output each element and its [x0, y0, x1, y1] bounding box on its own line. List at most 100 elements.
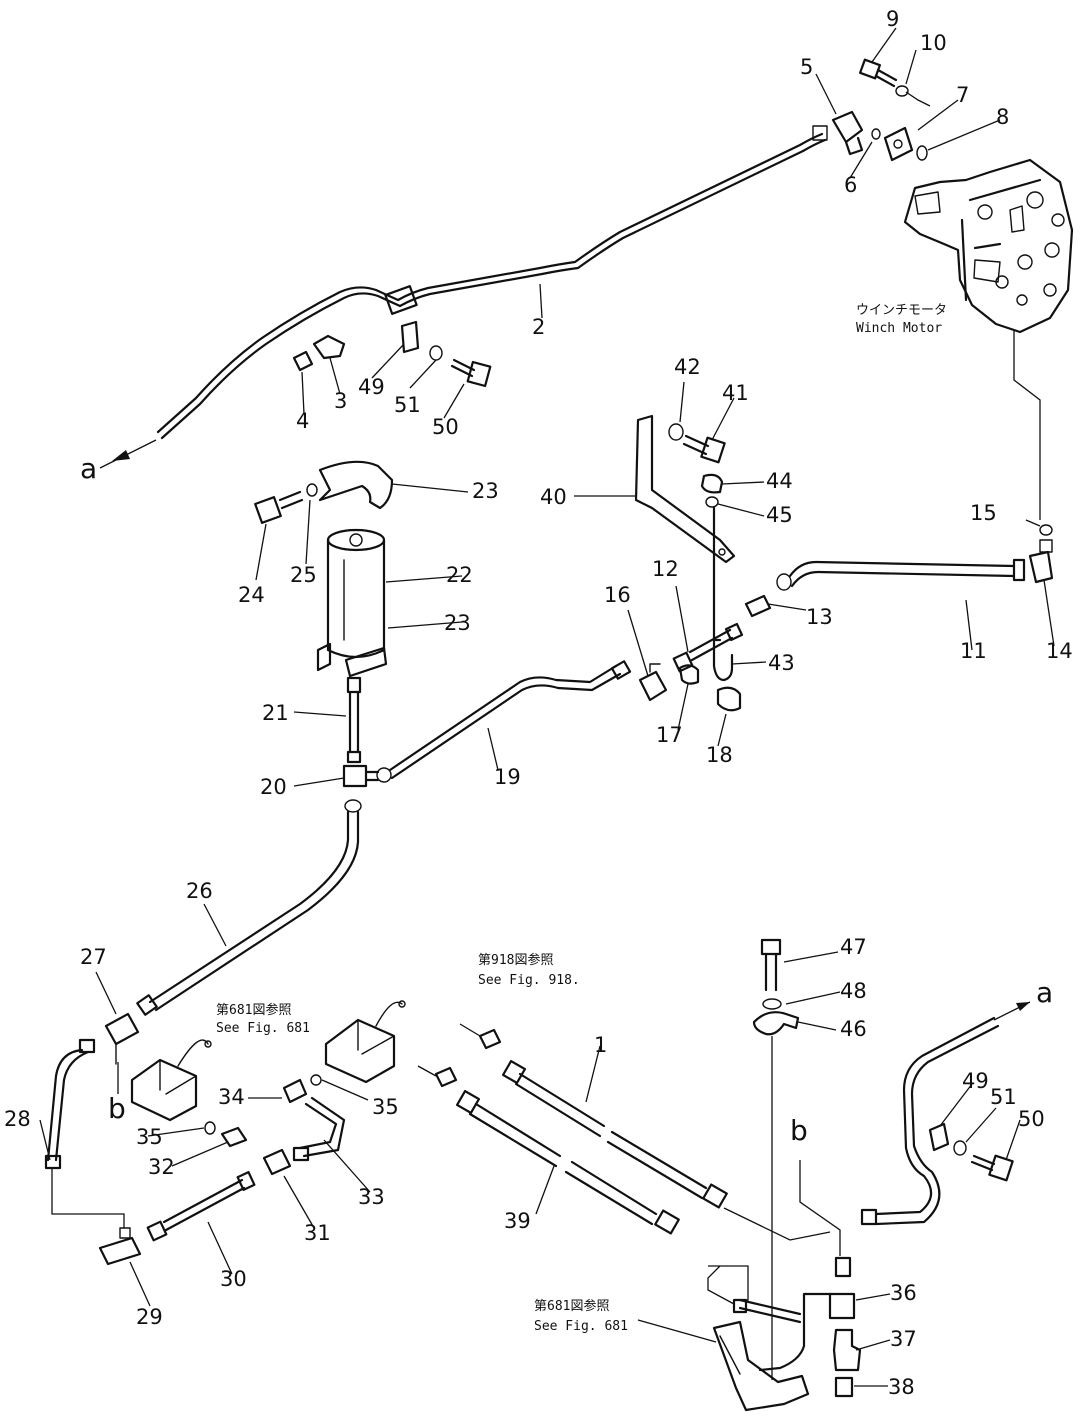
label-part-9: 9	[886, 7, 899, 31]
fitting-38	[834, 1376, 854, 1398]
svg-text:See Fig. 681: See Fig. 681	[534, 1319, 628, 1334]
svg-text:See Fig. 681: See Fig. 681	[216, 1021, 310, 1036]
clamp-49-top	[400, 320, 420, 354]
label-part-42: 42	[674, 355, 701, 379]
label-part-16: 16	[604, 583, 631, 607]
winch-motor	[903, 158, 1074, 334]
label-part-35-right: 35	[372, 1095, 399, 1119]
reference-see-fig-681-top: 第681図参照 See Fig. 681	[216, 1002, 310, 1036]
label-part-37: 37	[890, 1327, 917, 1351]
o-ring-15	[1039, 524, 1053, 536]
bracket-681	[712, 1320, 810, 1412]
label-part-6: 6	[844, 173, 857, 197]
nut-18	[716, 686, 742, 712]
tee-20	[342, 764, 380, 788]
label-part-18: 18	[706, 743, 733, 767]
label-part-38: 38	[888, 1375, 915, 1399]
label-part-36: 36	[890, 1281, 917, 1305]
label-part-49-bottom: 49	[962, 1069, 989, 1093]
label-part-22: 22	[446, 563, 473, 587]
label-part-5: 5	[800, 55, 813, 79]
svg-text:第681図参照: 第681図参照	[534, 1298, 609, 1314]
label-part-34: 34	[218, 1085, 245, 1109]
label-part-35-left: 35	[136, 1125, 163, 1149]
washer-25	[306, 483, 318, 497]
elbow-14	[1028, 539, 1054, 584]
pipe-11	[776, 558, 1026, 591]
label-part-51-top: 51	[394, 393, 421, 417]
label-part-11: 11	[960, 639, 987, 663]
label-part-20: 20	[260, 775, 287, 799]
svg-text:See Fig. 918.: See Fig. 918.	[478, 973, 580, 988]
band-23-bottom	[316, 642, 388, 678]
hose-30	[146, 1171, 256, 1242]
label-part-41: 41	[722, 381, 749, 405]
fitting-37	[832, 1328, 862, 1372]
connector-b-right-arrow	[799, 1160, 841, 1256]
washer-51-bottom	[953, 1140, 967, 1156]
label-part-31: 31	[304, 1221, 331, 1245]
connector-a-bottom-label: a	[1036, 976, 1053, 1009]
pipe-26	[136, 799, 362, 1016]
label-part-12: 12	[652, 557, 679, 581]
nut-44	[700, 473, 724, 494]
fitting-31	[262, 1148, 292, 1176]
label-part-17: 17	[656, 723, 683, 747]
label-part-50-bottom: 50	[1018, 1107, 1045, 1131]
label-part-3: 3	[334, 389, 347, 413]
bolt-24	[254, 490, 304, 524]
label-part-46: 46	[840, 1017, 867, 1041]
reference-see-fig-918: 第918図参照 See Fig. 918.	[478, 952, 580, 988]
label-part-23-bottom: 23	[444, 611, 471, 635]
connector-a-top-label: a	[80, 452, 97, 485]
pipe-19	[376, 660, 632, 783]
pipe-21	[346, 676, 362, 764]
washer-48	[762, 998, 782, 1010]
pipe-2	[156, 125, 828, 440]
svg-text:第681図参照: 第681図参照	[216, 1002, 291, 1018]
fitting-35-right-assembly	[324, 1000, 406, 1084]
label-part-4: 4	[296, 409, 309, 433]
reference-see-fig-681-bottom: 第681図参照 See Fig. 681	[534, 1298, 628, 1334]
label-part-13: 13	[806, 605, 833, 629]
svg-text:Winch Motor: Winch Motor	[856, 321, 942, 336]
label-part-48: 48	[840, 979, 867, 1003]
tee-29	[98, 1227, 142, 1266]
fitting-17	[678, 664, 700, 685]
label-part-2: 2	[532, 315, 545, 339]
label-part-8: 8	[996, 105, 1009, 129]
flange-7	[883, 126, 914, 162]
label-part-10: 10	[920, 31, 947, 55]
label-part-1: 1	[594, 1033, 607, 1057]
connector-a-bottom-arrow	[993, 1001, 1031, 1021]
label-part-26: 26	[186, 879, 213, 903]
washer-42	[668, 423, 684, 441]
part-number-labels: 9 10 5 7 8 6 2 4 3 49 51 50 42 41 40 44 …	[4, 7, 1073, 1399]
label-part-39: 39	[504, 1209, 531, 1233]
o-ring-6	[871, 128, 881, 140]
tee-16	[638, 663, 668, 702]
clamp-49-bottom	[928, 1122, 950, 1152]
label-part-51-bottom: 51	[990, 1085, 1017, 1109]
winch-motor-label: ウインチモータ Winch Motor	[856, 303, 947, 336]
pipe-33	[292, 1096, 346, 1162]
label-part-29: 29	[136, 1305, 163, 1329]
label-part-27: 27	[80, 945, 107, 969]
label-part-43: 43	[768, 651, 795, 675]
label-part-33: 33	[358, 1185, 385, 1209]
label-part-50-top: 50	[432, 415, 459, 439]
connector-b-right-label: b	[790, 1114, 808, 1147]
u-bolt-43	[712, 506, 734, 682]
label-part-49-top: 49	[358, 375, 385, 399]
bolt-9	[858, 58, 898, 88]
bracket-40	[634, 414, 736, 564]
pipe-a-bottom	[860, 1016, 1000, 1226]
label-part-40: 40	[540, 485, 567, 509]
o-ring-8	[916, 145, 928, 161]
label-part-24: 24	[238, 583, 265, 607]
elbow-3	[312, 334, 346, 360]
label-part-25: 25	[290, 563, 317, 587]
hose-1	[478, 1028, 728, 1209]
pipe-28	[44, 1038, 96, 1170]
